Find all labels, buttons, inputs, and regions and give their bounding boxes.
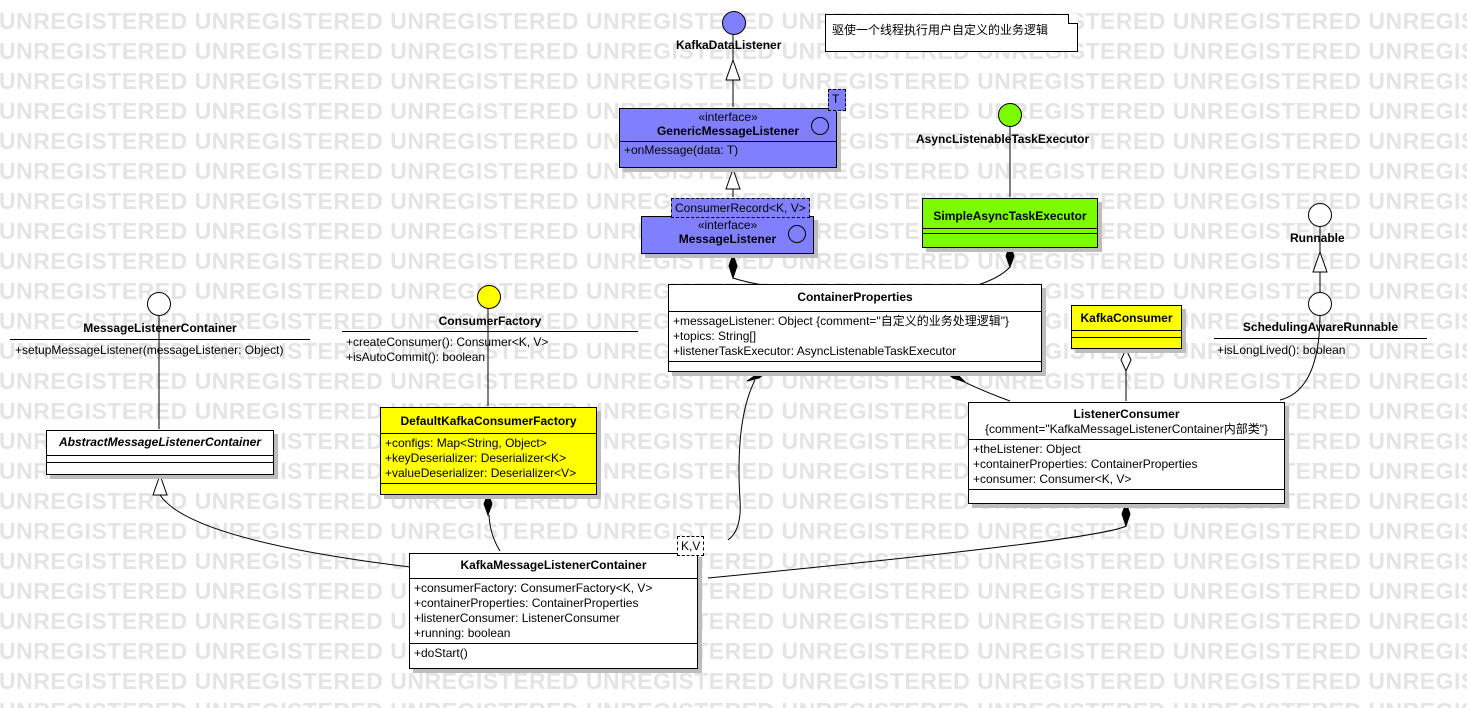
container-properties-name: ContainerProperties: [797, 290, 913, 304]
watermark-row: UNREGISTERED UNREGISTERED UNREGISTERED U…: [0, 548, 1467, 574]
message-listener-container-interface-icon: [147, 292, 171, 316]
async-listenable-interface-icon: [998, 103, 1022, 127]
kafka-data-listener-label: KafkaDataListener: [676, 38, 782, 52]
listener-consumer-attr: +consumer: Consumer<K, V>: [973, 472, 1132, 486]
generic-message-listener-class[interactable]: «interface» GenericMessageListener +onMe…: [619, 108, 837, 168]
note-fold-corner: [1068, 14, 1078, 24]
watermark-row: UNREGISTERED UNREGISTERED UNREGISTERED U…: [0, 518, 1467, 544]
kafka-consumer-name: KafkaConsumer: [1080, 311, 1173, 325]
consumer-factory-interface-icon: [477, 285, 501, 309]
message-listener-class[interactable]: «interface» MessageListener: [641, 216, 814, 254]
kafka-mlc-attr: +consumerFactory: ConsumerFactory<K, V>: [414, 581, 653, 595]
listener-consumer-attr: +containerProperties: ContainerPropertie…: [973, 457, 1198, 471]
scheduling-aware-runnable-interface[interactable]: SchedulingAwareRunnable +isLongLived(): …: [1214, 320, 1427, 357]
default-kcf-attr: +configs: Map<String, Object>: [385, 436, 547, 450]
generic-message-listener-type-param: T: [828, 89, 846, 111]
consumer-factory-op-autocommit: +isAutoCommit(): boolean: [346, 350, 486, 364]
abstract-message-listener-container-class[interactable]: AbstractMessageListenerContainer: [46, 430, 274, 475]
default-kcf-attr: +keyDeserializer: Deserializer<K>: [385, 451, 567, 465]
consumer-factory-label: ConsumerFactory: [438, 314, 542, 328]
consumer-factory-interface[interactable]: ConsumerFactory +createConsumer(): Consu…: [342, 314, 638, 364]
listener-consumer-comment: {comment="KafkaMessageListenerContainer内…: [985, 422, 1268, 436]
message-listener-stereotype: «interface»: [697, 218, 758, 232]
kafka-mlc-op: +doStart(): [414, 646, 468, 660]
watermark-row: UNREGISTERED UNREGISTERED UNREGISTERED U…: [0, 608, 1467, 634]
container-properties-attr: +topics: String[]: [673, 329, 757, 343]
simple-async-task-executor-name: SimpleAsyncTaskExecutor: [933, 209, 1087, 223]
default-kafka-consumer-factory-name: DefaultKafkaConsumerFactory: [400, 414, 577, 428]
listener-consumer-class[interactable]: ListenerConsumer {comment="KafkaMessageL…: [968, 402, 1285, 504]
kafka-mlc-name: KafkaMessageListenerContainer: [460, 558, 647, 572]
interface-circle-icon: [788, 225, 806, 243]
async-listenable-label: AsyncListenableTaskExecutor: [916, 132, 1090, 146]
listener-consumer-name: ListenerConsumer: [1073, 407, 1180, 421]
kafka-mlc-attr: +containerProperties: ContainerPropertie…: [414, 596, 639, 610]
generic-message-listener-op: +onMessage(data: T): [624, 143, 739, 157]
kafka-consumer-class[interactable]: KafkaConsumer: [1071, 305, 1182, 349]
kafka-data-listener-interface-icon: [722, 11, 746, 35]
abstract-mlc-name: AbstractMessageListenerContainer: [58, 435, 262, 449]
kafka-mlc-type-param: K,V: [677, 536, 705, 556]
kafka-message-listener-container-class[interactable]: KafkaMessageListenerContainer +consumerF…: [409, 553, 698, 669]
runnable-interface-icon: [1308, 203, 1332, 227]
watermark-row: UNREGISTERED UNREGISTERED UNREGISTERED U…: [0, 699, 1467, 708]
message-listener-type-param: ConsumerRecord<K, V>: [671, 198, 810, 218]
container-properties-attr: +messageListener: Object {comment="自定义的业…: [673, 314, 1009, 328]
default-kcf-attr: +valueDeserializer: Deserializer<V>: [385, 466, 577, 480]
watermark-row: UNREGISTERED UNREGISTERED UNREGISTERED U…: [0, 668, 1467, 694]
kafka-mlc-attr: +running: boolean: [414, 626, 511, 640]
container-properties-class[interactable]: ContainerProperties +messageListener: Ob…: [668, 284, 1042, 372]
note-text: 驱使一个线程执行用户自定义的业务逻辑: [832, 23, 1049, 37]
container-properties-attr: +listenerTaskExecutor: AsyncListenableTa…: [673, 344, 957, 358]
kafka-mlc-attr: +listenerConsumer: ListenerConsumer: [414, 611, 620, 625]
interface-circle-icon: [811, 117, 829, 135]
scheduling-aware-interface-icon: [1308, 292, 1332, 316]
runnable-label: Runnable: [1290, 231, 1345, 245]
simple-async-task-executor-class[interactable]: SimpleAsyncTaskExecutor: [922, 198, 1098, 248]
scheduling-aware-runnable-label: SchedulingAwareRunnable: [1242, 320, 1399, 334]
watermark-row: UNREGISTERED UNREGISTERED UNREGISTERED U…: [0, 368, 1467, 394]
generic-message-listener-stereotype: «interface»: [698, 110, 758, 124]
listener-consumer-attr: +theListener: Object: [973, 442, 1081, 456]
watermark-row: UNREGISTERED UNREGISTERED UNREGISTERED U…: [0, 578, 1467, 604]
message-listener-name: MessageListener: [678, 232, 777, 246]
watermark-row: UNREGISTERED UNREGISTERED UNREGISTERED U…: [0, 638, 1467, 664]
consumer-factory-op-create: +createConsumer(): Consumer<K, V>: [346, 335, 549, 349]
message-listener-container-interface[interactable]: MessageListenerContainer +setupMessageLi…: [10, 321, 310, 357]
default-kafka-consumer-factory-class[interactable]: DefaultKafkaConsumerFactory +configs: Ma…: [380, 407, 597, 495]
message-listener-container-op: +setupMessageListener(messageListener: O…: [15, 343, 284, 357]
message-listener-container-label: MessageListenerContainer: [83, 321, 237, 335]
generic-message-listener-name: GenericMessageListener: [656, 124, 800, 138]
note-box: 驱使一个线程执行用户自定义的业务逻辑: [825, 14, 1078, 52]
scheduling-aware-op: +isLongLived(): boolean: [1217, 343, 1346, 357]
